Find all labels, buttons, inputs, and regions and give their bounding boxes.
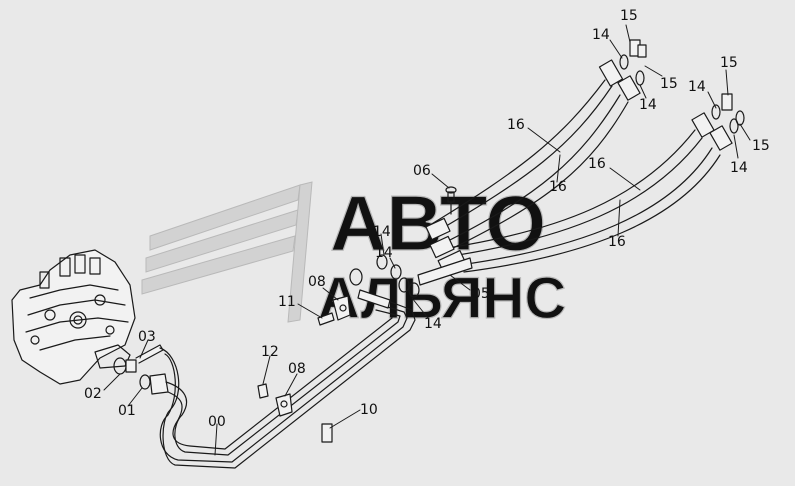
label-14c: 14 [688,79,706,95]
label-02: 02 [84,386,102,402]
label-15a: 15 [620,8,638,24]
hoses [429,79,721,273]
middle-fittings [349,186,473,309]
label-08a: 08 [308,274,326,290]
control-valve [11,249,136,385]
watermark: АВТО АЛЬЯНС [141,178,567,332]
label-14e: 14 [373,224,391,240]
label-15b: 15 [660,76,678,92]
label-08b: 08 [288,361,306,377]
label-14g: 14 [424,316,442,332]
part-labels: 15 14 15 14 15 14 15 14 16 16 16 16 06 1… [84,8,770,430]
chevron-logo-icon [141,181,313,323]
label-00: 00 [208,414,226,430]
label-05: 05 [472,286,490,302]
label-11: 11 [278,294,296,310]
label-10: 10 [360,402,378,418]
leader-lines [103,24,751,456]
label-15d: 15 [752,138,770,154]
label-15c: 15 [720,55,738,71]
label-16a: 16 [507,117,525,133]
label-14f: 14 [375,245,393,261]
linework [11,24,751,469]
steel-pipes [159,297,416,469]
label-16b: 16 [549,179,567,195]
clamps [257,295,351,443]
label-16c: 16 [588,156,606,172]
valve-fittings [113,344,169,395]
label-16d: 16 [608,234,626,250]
label-14b: 14 [639,97,657,113]
label-12: 12 [261,344,279,360]
label-06: 06 [413,163,431,179]
label-03: 03 [138,329,156,345]
label-01: 01 [118,403,136,419]
label-14a: 14 [592,27,610,43]
upper-fittings [598,39,745,151]
label-14d: 14 [730,160,748,176]
